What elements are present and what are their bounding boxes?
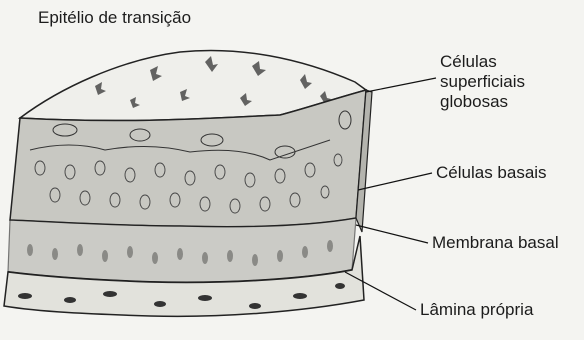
label-celulas-basais: Células basais: [436, 163, 547, 183]
label-celulas-superficiais: Células superficiais globosas: [440, 52, 525, 112]
figure-title: Epitélio de transição: [38, 8, 191, 28]
basal-band: [8, 218, 356, 283]
label-line: Células: [440, 52, 525, 72]
label-lamina-propria: Lâmina própria: [420, 300, 533, 320]
label-line: superficiais: [440, 72, 525, 92]
label-membrana-basal: Membrana basal: [432, 233, 559, 253]
label-line: globosas: [440, 92, 525, 112]
